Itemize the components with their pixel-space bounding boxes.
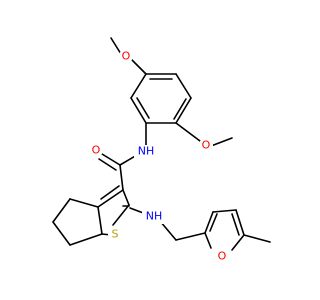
atom-oxygen-carbonyl: O <box>89 143 103 157</box>
bond <box>235 209 245 236</box>
atom-label-layer: O O NH O NH S <box>89 49 229 263</box>
bond <box>159 220 177 241</box>
bond <box>110 37 122 55</box>
bond <box>97 189 124 208</box>
bond <box>119 164 124 191</box>
bond <box>209 213 218 232</box>
bond <box>97 206 103 235</box>
bond-layer <box>52 37 271 251</box>
atom-nitrogen-amine: NH <box>142 210 166 224</box>
molecule-structure: O O NH O NH S <box>52 37 271 263</box>
molecule-canvas: O O NH O NH S <box>52 37 271 263</box>
atom-label: S <box>112 228 119 241</box>
bond <box>69 198 99 208</box>
bond <box>52 221 71 246</box>
bond <box>175 97 192 124</box>
atom-oxygen-methoxy-top: O <box>119 49 133 63</box>
bond <box>101 153 121 166</box>
bond <box>204 232 212 249</box>
bond <box>122 189 130 206</box>
bond <box>173 98 187 120</box>
bond <box>136 97 150 119</box>
bond <box>210 137 233 147</box>
atom-label: NH <box>138 145 155 158</box>
bond <box>130 73 147 99</box>
atom-oxygen-furan: O <box>215 249 229 263</box>
bond <box>175 73 192 99</box>
atom-nitrogen-amide: NH <box>134 145 158 159</box>
atom-label: NH <box>146 210 163 223</box>
bond <box>204 211 214 234</box>
atom-label: O <box>92 144 101 157</box>
bond <box>231 213 240 236</box>
bond <box>243 234 271 243</box>
bond <box>112 204 130 226</box>
atom-sulfur-thiophene: S <box>108 227 122 241</box>
bond <box>175 122 201 142</box>
bond <box>100 185 120 200</box>
atom-label: O <box>202 139 211 152</box>
bond <box>231 234 245 251</box>
bond <box>130 97 147 124</box>
bond <box>175 232 206 241</box>
bond <box>212 209 237 213</box>
atom-label: O <box>218 250 227 263</box>
bond <box>98 158 117 171</box>
bond <box>69 233 103 246</box>
atom-oxygen-methoxy-right: O <box>199 138 213 152</box>
bond <box>129 57 147 75</box>
atom-label: O <box>122 50 131 63</box>
bond <box>52 198 71 223</box>
